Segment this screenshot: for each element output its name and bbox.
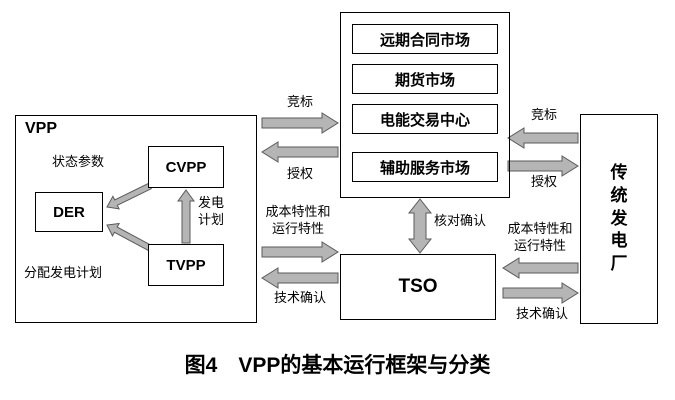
status-params-label: 状态参数 xyxy=(52,154,105,169)
arrow-tvpp-to-der xyxy=(106,222,153,252)
arrow-cost-plant-to-tso xyxy=(502,257,579,279)
tech-left-label: 技术确认 xyxy=(273,290,326,305)
market-box-futures: 期货市场 xyxy=(352,64,498,94)
tvpp-box: TVPP xyxy=(148,244,224,286)
arrow-tech-tso-to-plant xyxy=(502,282,579,304)
bid-right-label: 竞标 xyxy=(530,107,557,122)
traditional-plant-box: 传统发电厂 xyxy=(580,114,658,324)
market-container-box xyxy=(340,12,510,198)
market-box-power-exchange: 电能交易中心 xyxy=(352,104,498,134)
verify-label: 核对确认 xyxy=(434,213,487,228)
arrow-cvpp-to-der xyxy=(106,182,152,210)
arrow-auth-market-to-vpp xyxy=(261,141,339,163)
arrow-cost-vpp-to-tso xyxy=(261,241,339,263)
vpp-label: VPP xyxy=(25,120,58,137)
arrow-bid-vpp-to-market xyxy=(261,112,339,134)
gen-plan-label-line2: 计划 xyxy=(198,212,225,227)
tech-right-label: 技术确认 xyxy=(515,306,568,321)
arrow-tvpp-to-cvpp xyxy=(177,189,195,244)
cost-left-label-line1: 成本特性和 xyxy=(265,204,331,219)
cost-left-label-line2: 运行特性 xyxy=(271,221,324,236)
arrow-bid-plant-to-market xyxy=(507,127,579,149)
vpp-container-box: VPP xyxy=(15,115,257,323)
gen-plan-label-line1: 发电 xyxy=(198,195,225,210)
market-box-forward-contract: 远期合同市场 xyxy=(352,24,498,54)
arrow-auth-market-to-plant xyxy=(507,155,579,177)
traditional-plant-label: 传统发电厂 xyxy=(610,162,628,274)
figure-caption: 图4 VPP的基本运行框架与分类 xyxy=(184,354,491,377)
cost-right-label-line2: 运行特性 xyxy=(513,238,566,253)
cost-right-label-line1: 成本特性和 xyxy=(507,221,573,236)
auth-right-label: 授权 xyxy=(530,174,557,189)
cvpp-box: CVPP xyxy=(148,146,224,188)
auth-left-label: 授权 xyxy=(286,166,313,181)
der-box: DER xyxy=(35,192,103,232)
arrow-tech-tso-to-vpp xyxy=(261,267,339,289)
bid-left-label: 竞标 xyxy=(286,94,313,109)
arrow-verify-market-tso xyxy=(407,198,433,254)
market-box-ancillary-services: 辅助服务市场 xyxy=(352,152,498,182)
dispatch-plan-label: 分配发电计划 xyxy=(24,265,103,280)
tso-box: TSO xyxy=(340,254,496,320)
